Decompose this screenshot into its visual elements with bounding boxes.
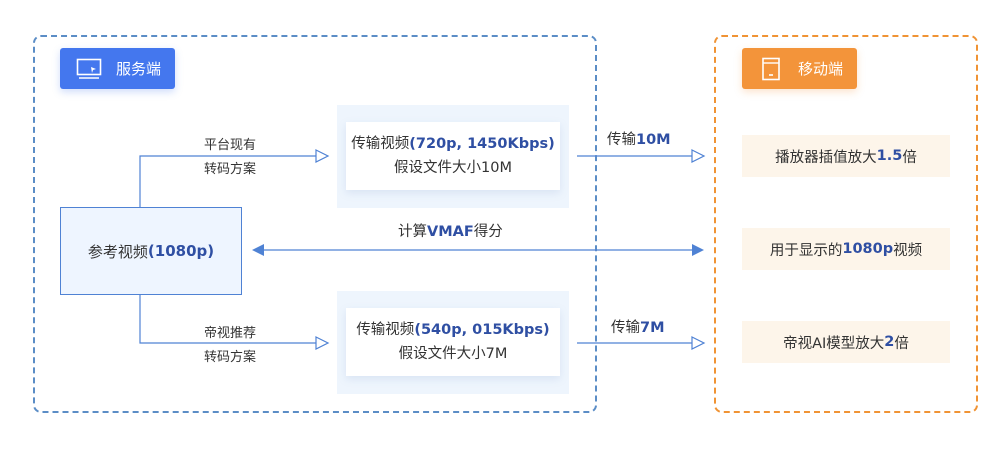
arrowhead-vmaf-left [252, 244, 264, 256]
mobile-card-suffix: 倍 [902, 149, 917, 166]
arrowhead-transfer-bottom [691, 336, 706, 350]
mobile-card-value: 1080p [842, 241, 894, 257]
connector-top-branch [139, 155, 318, 207]
branch-top-line2: 转码方案 [203, 162, 256, 177]
transfer-top-size: 10M [636, 132, 671, 148]
output-card-top: 传输视频(720p, 1450Kbps) 假设文件大小10M [346, 122, 560, 190]
vmaf-label: 计算VMAF得分 [398, 220, 503, 241]
arrowhead-vmaf-right [692, 244, 704, 256]
branch-top-label: 平台现有 转码方案 [190, 136, 270, 180]
mobile-card-suffix: 倍 [894, 335, 909, 352]
output-bottom-size: 假设文件大小7M [398, 346, 508, 362]
mobile-card-text: 用于显示的 [769, 242, 843, 259]
connector-bottom-branch [139, 295, 318, 344]
output-card-bottom: 传输视频(540p, 015Kbps) 假设文件大小7M [346, 308, 560, 376]
arrowhead-bottom-branch [315, 336, 330, 350]
vmaf-prefix: 计算 [398, 224, 427, 240]
transfer-top-label: 传输10M [607, 128, 671, 149]
output-panel-top: 传输视频(720p, 1450Kbps) 假设文件大小10M [337, 105, 569, 208]
branch-bottom-line1: 帝视推荐 [203, 326, 256, 341]
mobile-card-text: 播放器插值放大 [775, 149, 877, 166]
mobile-group [714, 35, 978, 413]
reference-video-box: 参考视频 (1080p) [60, 207, 242, 295]
reference-video-resolution: (1080p) [147, 242, 215, 260]
output-bottom-spec: (540p, 015Kbps) [414, 322, 550, 338]
transfer-bottom-label: 传输7M [611, 316, 665, 337]
mobile-card-text: 帝视AI模型放大 [783, 335, 885, 352]
output-top-prefix: 传输视频 [351, 136, 410, 152]
reference-video-label: 参考视频 [87, 242, 148, 261]
server-group [33, 35, 597, 413]
monitor-icon [76, 57, 102, 81]
output-panel-bottom: 传输视频(540p, 015Kbps) 假设文件大小7M [337, 291, 569, 394]
transfer-bottom-prefix: 传输 [611, 320, 640, 336]
vmaf-suffix: 得分 [473, 224, 503, 240]
mobile-card-value: 2 [884, 334, 895, 350]
mobile-card-value: 1.5 [876, 148, 903, 164]
branch-bottom-label: 帝视推荐 转码方案 [190, 324, 270, 368]
branch-bottom-line2: 转码方案 [203, 350, 256, 365]
transfer-bottom-size: 7M [640, 320, 665, 336]
output-top-size: 假设文件大小10M [394, 160, 512, 176]
vmaf-metric: VMAF [427, 224, 474, 240]
arrowhead-top-branch [315, 149, 330, 163]
mobile-title: 移动端 [798, 60, 844, 78]
output-bottom-prefix: 传输视频 [356, 322, 415, 338]
mobile-card-suffix: 视频 [893, 242, 923, 259]
transfer-top-prefix: 传输 [607, 132, 636, 148]
arrowhead-transfer-top [691, 149, 706, 163]
mobile-tag: 移动端 [742, 48, 857, 89]
branch-top-line1: 平台现有 [203, 138, 256, 153]
server-title: 服务端 [116, 60, 162, 78]
output-top-spec: (720p, 1450Kbps) [409, 136, 555, 152]
server-tag: 服务端 [60, 48, 175, 89]
mobile-device-icon [758, 57, 784, 81]
